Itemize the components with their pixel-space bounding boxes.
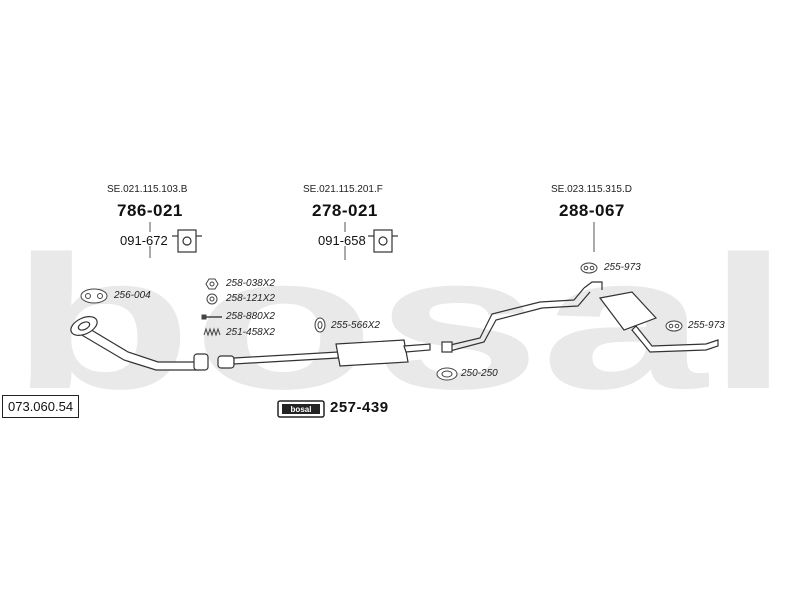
watermark-text: bosal xyxy=(10,217,790,429)
catalog-number: 073.060.54 xyxy=(2,395,80,418)
clamp-bracket-icon xyxy=(172,229,202,253)
oe-number: SE.021.115.201.F xyxy=(303,184,383,195)
fitting-code: 251-458X2 xyxy=(226,327,275,338)
fitting-code: 255-566X2 xyxy=(331,320,380,331)
oe-number: SE.023.115.315.D xyxy=(551,184,632,195)
clamp-icon xyxy=(436,367,458,381)
part-number: 278-021 xyxy=(312,201,378,220)
fitting-code: 258-121X2 xyxy=(226,293,275,304)
fitting-code: 255-973 xyxy=(604,262,641,273)
oe-number: SE.021.115.103.B xyxy=(107,184,188,195)
fitting-icons xyxy=(80,262,683,381)
fitting-code: 256-004 xyxy=(114,290,151,301)
front-pipe xyxy=(70,316,209,371)
kit-logo-text: bosal xyxy=(291,405,312,414)
centre-silencer xyxy=(217,339,431,369)
nut-icon xyxy=(205,278,219,290)
hanger-icon xyxy=(665,320,683,332)
hanger-icon xyxy=(580,262,598,274)
part-number: 786-021 xyxy=(117,201,183,220)
bracket-icons xyxy=(172,229,398,253)
clamp-bracket-icon xyxy=(368,229,398,253)
bolt-icon xyxy=(201,314,222,320)
sub-part-number: 091-672 xyxy=(120,233,168,248)
leader-lines xyxy=(149,222,595,260)
intermediate-pipe xyxy=(441,281,603,353)
spring-icon xyxy=(203,327,221,337)
fitting-code: 255-973 xyxy=(688,320,725,331)
kit-part-number: 257-439 xyxy=(330,399,389,416)
sub-part-number: 091-658 xyxy=(318,233,366,248)
fitting-code: 258-038X2 xyxy=(226,278,275,289)
fitting-code: 250-250 xyxy=(461,368,498,379)
rubber-ring-icon xyxy=(314,317,326,333)
part-number: 288-067 xyxy=(559,201,625,220)
mounting-kit-icon: bosal xyxy=(277,400,325,418)
fitting-code: 258-880X2 xyxy=(226,311,275,322)
brand-watermark: bosal xyxy=(10,217,790,429)
washer-icon xyxy=(206,293,218,305)
rear-silencer xyxy=(598,291,719,353)
gasket-icon xyxy=(80,288,108,304)
